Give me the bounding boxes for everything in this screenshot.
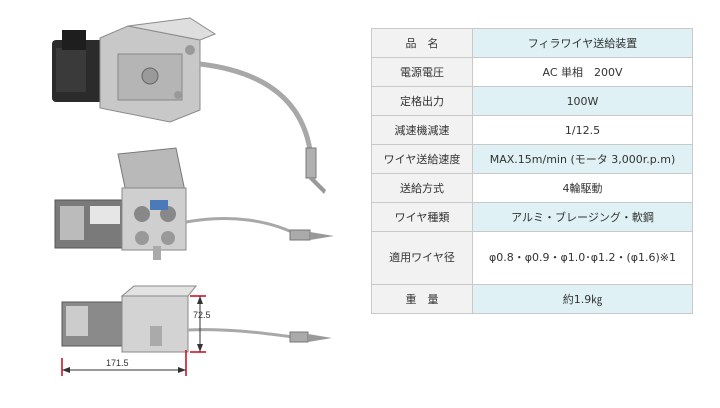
spec-label: 減速機減速 xyxy=(371,115,473,145)
spec-value: 1/12.5 xyxy=(472,115,693,145)
spec-table: 品 名 フィラワイヤ送給装置 電源電圧 AC 単相 200V 定格出力 100W… xyxy=(371,28,693,314)
spec-row: 定格出力 100W xyxy=(371,86,693,116)
spec-row: 品 名 フィラワイヤ送給装置 xyxy=(371,28,693,58)
spec-label: ワイヤ種類 xyxy=(371,202,473,232)
spec-row: 重 量 約1.9㎏ xyxy=(371,284,693,314)
dimension-width-label: 171.5 xyxy=(106,358,129,368)
spec-value: 4輪駆動 xyxy=(472,173,693,203)
spec-row: 減速機減速 1/12.5 xyxy=(371,115,693,145)
spec-label: ワイヤ送給速度 xyxy=(371,144,473,174)
spec-row: 適用ワイヤ径 φ0.8・φ0.9・φ1.0･φ1.2・(φ1.6)※1 xyxy=(371,231,693,285)
spec-value: フィラワイヤ送給装置 xyxy=(472,28,693,58)
spec-row: 電源電圧 AC 単相 200V xyxy=(371,57,693,87)
spec-label: 品 名 xyxy=(371,28,473,58)
feeder-photo-middle xyxy=(54,147,334,260)
spec-value: 100W xyxy=(472,86,693,116)
product-photos: 72.5 171.5 xyxy=(52,17,334,376)
spec-label: 定格出力 xyxy=(371,86,473,116)
spec-label: 電源電圧 xyxy=(371,57,473,87)
spec-label: 送給方式 xyxy=(371,173,473,203)
spec-value: AC 単相 200V xyxy=(472,57,693,87)
spec-value: アルミ・ブレージング・軟鋼 xyxy=(472,202,693,232)
spec-value: MAX.15m/min (モータ 3,000r.p.m) xyxy=(472,144,693,174)
spec-value: φ0.8・φ0.9・φ1.0･φ1.2・(φ1.6)※1 xyxy=(472,231,693,285)
spec-label: 重 量 xyxy=(371,284,473,314)
spec-label: 適用ワイヤ径 xyxy=(371,231,473,285)
feeder-photo-top xyxy=(52,17,326,194)
dimension-height-label: 72.5 xyxy=(193,310,211,320)
spec-row: ワイヤ種類 アルミ・ブレージング・軟鋼 xyxy=(371,202,693,232)
spec-row: 送給方式 4輪駆動 xyxy=(371,173,693,203)
spec-value: 約1.9㎏ xyxy=(472,284,693,314)
spec-row: ワイヤ送給速度 MAX.15m/min (モータ 3,000r.p.m) xyxy=(371,144,693,174)
feeder-photo-dimensions: 72.5 171.5 xyxy=(61,285,332,376)
